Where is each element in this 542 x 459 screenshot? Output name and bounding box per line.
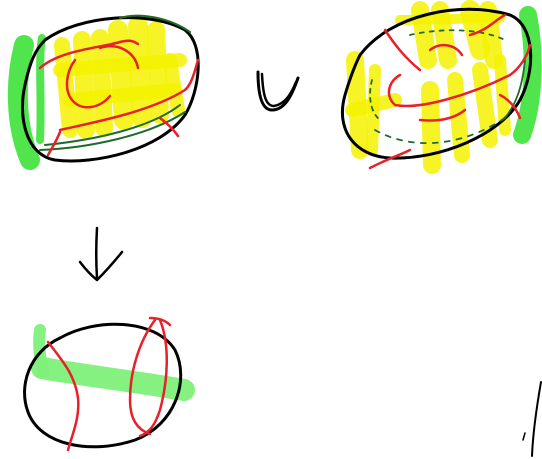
stray-stroke [523,382,541,456]
union-symbol [258,72,298,110]
down-arrow [80,228,122,280]
result-circle [25,318,184,450]
torus-left [18,16,198,161]
torus-right [342,9,532,168]
